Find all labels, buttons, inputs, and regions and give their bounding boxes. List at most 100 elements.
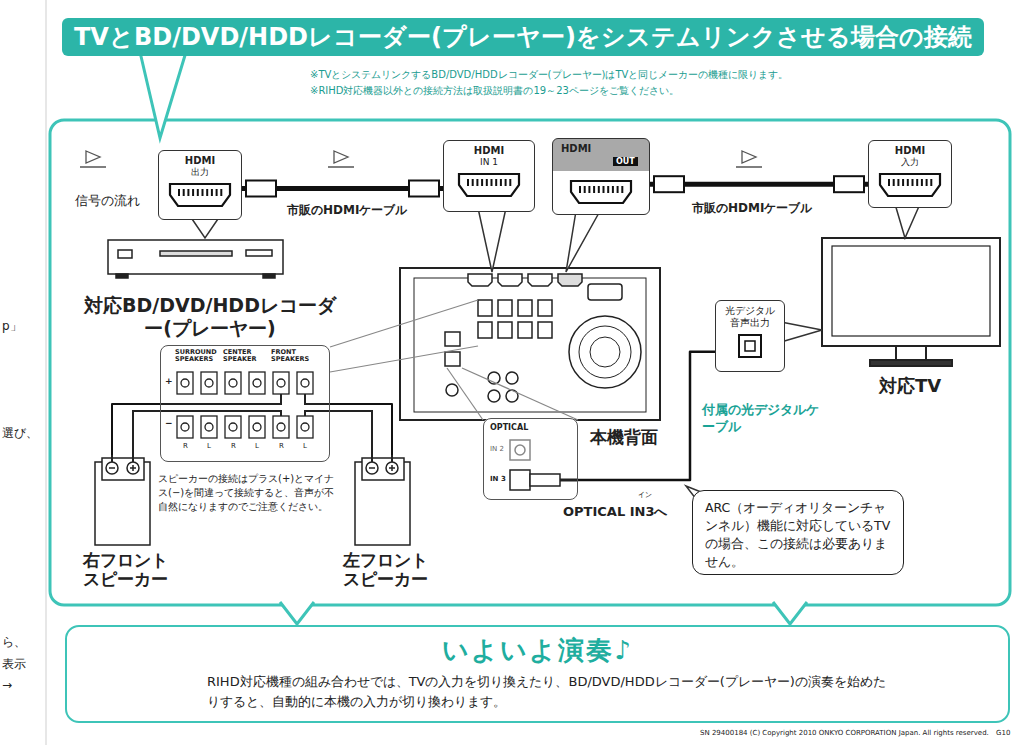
drawing-part (170, 184, 230, 206)
note-label: p」 (2, 318, 22, 335)
node-text: + (165, 376, 173, 386)
node-text: SURROUND SPEAKERS (175, 349, 221, 362)
drawing-part (263, 274, 275, 278)
drawing-part (109, 467, 115, 469)
drawing-part (178, 189, 180, 196)
drawing-part (500, 179, 502, 186)
node-text: FRONT SPEAKERS (271, 349, 327, 362)
drawing-part (569, 179, 633, 205)
node-text: CENTER SPEAKER (223, 349, 269, 362)
hdmi-port-icon (448, 172, 530, 198)
drawing-part (505, 179, 507, 186)
drawing-part (822, 238, 1000, 346)
drawing-part (253, 379, 261, 387)
drawing-part (506, 372, 518, 384)
drawing-part (225, 416, 241, 438)
player-drawing (108, 240, 283, 278)
drawing-part (902, 179, 904, 186)
node-text: ARC（オーディオリターンチャンネル）機能に対応しているTVの場合、この接続は必… (705, 499, 891, 572)
drawing-part (498, 300, 512, 316)
node-text: 対応BD/DVD/HDDレコーダー(プレーヤー) (80, 294, 340, 340)
drawing-part (414, 278, 646, 412)
drawing-part (509, 179, 511, 186)
note-label: イン (638, 490, 652, 500)
speaker-drawings (95, 411, 410, 545)
drawing-part (386, 462, 398, 474)
drawing-part (246, 181, 276, 197)
drawing-part (328, 151, 354, 167)
drawing-part (280, 602, 314, 624)
drawing-part (558, 274, 582, 286)
drawing-part (160, 251, 232, 256)
drawing-part (590, 337, 620, 367)
drawing-part (617, 186, 619, 193)
node-text: いよいよ演奏♪ (87, 633, 988, 668)
drawing-part (566, 211, 600, 272)
speaker-terminal-drawing (160, 345, 330, 462)
drawing-part (445, 332, 460, 346)
drawing-part (80, 151, 106, 167)
note-label: → (2, 678, 12, 692)
drawing-part (106, 462, 118, 474)
drawing-part (612, 186, 614, 193)
drawing-part (330, 404, 392, 455)
node-text: 光デジタル 音声出力 (720, 305, 780, 329)
drawing-part (330, 411, 392, 462)
drawing-part (654, 176, 684, 192)
drawing-part (486, 179, 488, 186)
cable-label: 市販のHDMIケーブル (285, 202, 409, 219)
drawing-part (446, 384, 458, 396)
hdmi-out-callout: HDMIOUT (552, 138, 650, 215)
drawing-part (912, 179, 914, 186)
drawing-part (202, 189, 204, 196)
drawing-part (926, 179, 928, 186)
drawing-part (538, 322, 552, 338)
cable-connector (242, 181, 443, 197)
drawing-part (225, 372, 241, 394)
drawing-part (246, 250, 272, 256)
node-text: − (165, 418, 173, 428)
node-text: IN 2 (490, 445, 504, 453)
cable-connector (330, 404, 392, 455)
drawing-part (481, 179, 483, 186)
drawing-part (447, 368, 483, 420)
speaker-left: 左フロント スピーカー (335, 455, 435, 590)
receiver-back: 本機背面 (400, 268, 660, 420)
node-text: 出力 (163, 167, 237, 178)
drawing-part (593, 186, 595, 193)
drawing-part (478, 300, 552, 338)
drawing-part (467, 179, 469, 186)
node-text: 入力 (873, 157, 947, 168)
hdmi-input-callout: HDMI入力 (868, 140, 952, 208)
optical-jack-icon (720, 333, 780, 359)
callout-tails (190, 204, 920, 512)
drawing-part (400, 268, 660, 420)
drawing-part (445, 352, 460, 366)
optical-output-callout: 光デジタル 音声出力 (715, 300, 785, 372)
drawing-part (538, 300, 552, 316)
drawing-part (579, 326, 631, 378)
drawing-part (781, 322, 822, 342)
drawing-part (895, 204, 920, 238)
drawing-part (366, 462, 378, 474)
drawing-part (116, 274, 128, 278)
drawing-part (389, 465, 395, 471)
drawing-part (478, 322, 492, 338)
drawing-part (211, 189, 213, 196)
drawing-part (177, 416, 193, 438)
drawing-part (273, 416, 289, 438)
note-label: ※TVとシステムリンクするBD/DVD/HDDレコーダー(プレーヤー)はTVと同… (310, 68, 788, 82)
drawing-part (297, 416, 313, 438)
drawing-part (518, 322, 532, 338)
drawing-part (50, 120, 1010, 605)
drawing-part (249, 372, 265, 394)
node-text: OUT (613, 157, 638, 166)
hdmi-output-callout: HDMI出力 (158, 150, 242, 220)
drawing-part (478, 208, 506, 272)
drawing-part (560, 479, 578, 482)
drawing-part (834, 176, 864, 192)
play-band: いよいよ演奏♪RIHD対応機種の組み合わせでは、TVの入力を切り換えたり、BD/… (65, 625, 1010, 723)
node-text: 本機背面 (590, 426, 658, 449)
cable-connector (112, 404, 160, 455)
cable-connector (650, 176, 868, 192)
